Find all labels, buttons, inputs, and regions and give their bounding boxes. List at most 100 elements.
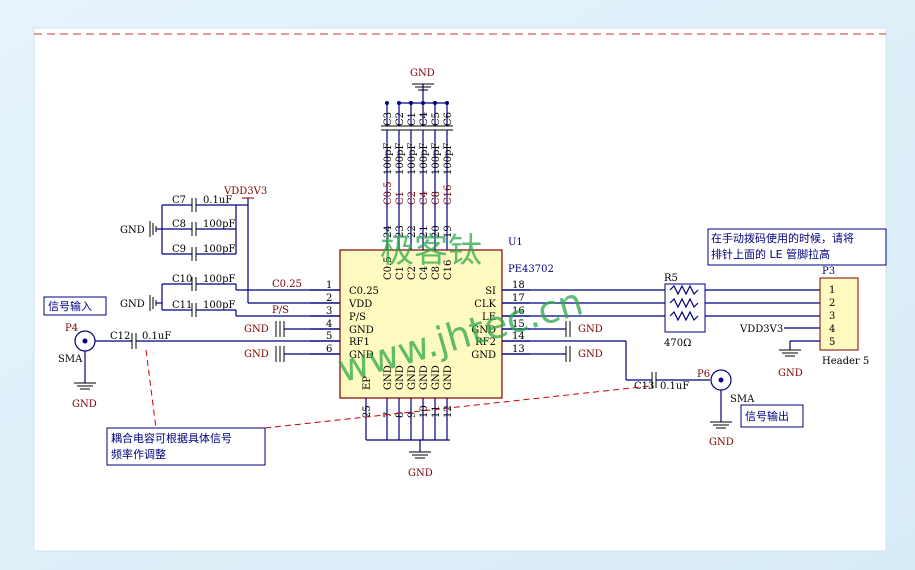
chip-bottom-pin-num: 11 [431, 405, 442, 418]
chip-right-pin-name: SI [485, 286, 496, 297]
chip-right-pin-num: 17 [512, 293, 525, 304]
note-header-line1: 在手动拨码使用的时候，请将 [711, 231, 854, 245]
net-c025: C0.25 [236, 279, 340, 291]
chip-right-pin-num: 13 [512, 344, 525, 355]
top-cap-c2[interactable]: C2 100pF C1 [393, 101, 406, 250]
top-cap-c4[interactable]: C4 100pF C4 [417, 101, 430, 250]
p3-pin-4: 4 [829, 324, 835, 335]
chip-left-pin-num: 4 [326, 319, 332, 330]
note-header-line2: 排针上面的 LE 管脚拉高 [711, 247, 830, 261]
chip-part: PE43702 [508, 264, 554, 275]
left-cap-c7[interactable]: C7 0.1uF [162, 195, 236, 212]
top-cap-net: C1 [395, 191, 406, 205]
gnd-left-upper-label: GND [120, 225, 145, 236]
chip-top-pin-num: 20 [431, 225, 442, 238]
chip-left-pin-name: P/S [349, 312, 366, 323]
left-cap-value: 100pF [203, 219, 235, 230]
chip-bottom-pin-num: 25 [362, 405, 373, 418]
p3-pin-3: 3 [829, 311, 835, 322]
c13-value: 0.1uF [660, 381, 689, 392]
chip-left-pin-name: GND [349, 325, 374, 336]
top-cap-value: 100pF [407, 143, 418, 175]
gnd-pin13-label: GND [578, 349, 603, 360]
chip-left-pin-num: 2 [326, 293, 332, 304]
header-p3[interactable]: P3 Header 5 1 2 3 4 5 [819, 266, 869, 367]
resistor-network-r5[interactable]: R5 470Ω [664, 273, 706, 349]
chip-right-pin-name: GND [471, 350, 496, 361]
top-cap-value: 100pF [443, 143, 454, 175]
gnd-left-lower-label: GND [120, 299, 145, 310]
gnd-pin6-label: GND [244, 349, 269, 360]
chip-top-pin-name: C1 [395, 266, 406, 280]
chip-left-pin-num: 5 [326, 331, 332, 342]
top-cap-net: C0.5 [383, 181, 394, 205]
chip-bottom-pin-num: 12 [443, 405, 454, 418]
p4-label: P4 [65, 323, 78, 334]
chip-right-pin-num: 15 [512, 319, 525, 330]
note-input: 信号输入 [43, 296, 107, 316]
right-gnd-caps: GND GND [502, 321, 603, 362]
chip-right-pin-name: RF2 [475, 337, 496, 348]
top-cap-value: 100pF [431, 143, 442, 175]
chip-u1[interactable]: U1 PE43702 [339, 237, 554, 399]
chip-ref: U1 [508, 237, 523, 248]
chip-top-pin-num: 24 [383, 225, 394, 238]
top-cap-ref: C6 [443, 112, 454, 126]
top-cap-value: 100pF [419, 143, 430, 175]
gnd-top: GND [410, 68, 435, 103]
output-connector-p6[interactable]: P6 SMA GND [697, 369, 755, 448]
top-cap-value: 100pF [395, 143, 406, 175]
chip-top-pin-num: 19 [443, 225, 454, 238]
p3-part: Header 5 [822, 356, 869, 367]
top-cap-ref: C3 [383, 112, 394, 126]
gnd-bottom-label: GND [408, 468, 433, 479]
left-cap-ref: C7 [172, 195, 186, 206]
top-cap-c6[interactable]: C6 100pF C16 [441, 101, 454, 250]
p4-gnd-label: GND [72, 399, 97, 410]
chip-top-pin-name: C2 [407, 266, 418, 280]
top-cap-net: C4 [419, 191, 430, 205]
chip-top-pin-name: C4 [419, 266, 430, 280]
chip-right-pin-name: LE [482, 312, 496, 323]
net-c025-label: C0.25 [272, 279, 302, 290]
net-ps: P/S [236, 305, 340, 317]
chip-left-pin-num: 6 [326, 344, 332, 355]
chip-right-pin-name: CLK [474, 299, 496, 310]
top-cap-ref: C4 [419, 112, 430, 126]
left-cap-value: 100pF [203, 244, 235, 255]
note-coupling-line2: 频率作调整 [111, 447, 166, 461]
top-cap-net: C8 [431, 191, 442, 205]
chip-bottom-pin-name: GND [395, 365, 406, 390]
top-cap-ref: C2 [395, 112, 406, 126]
cap-c12[interactable]: C12 0.1uF [95, 331, 340, 349]
note-header: 在手动拨码使用的时候，请将 排针上面的 LE 管脚拉高 [707, 228, 887, 266]
p6-sma-label: SMA [730, 394, 755, 405]
note-coupling-line1: 耦合电容可根据具体信号 [111, 431, 232, 445]
p4-sma-label: SMA [58, 354, 83, 365]
chip-left-pin-num: 3 [326, 306, 332, 317]
left-cap-value: 0.1uF [203, 195, 232, 206]
note-coupling: 耦合电容可根据具体信号 频率作调整 [106, 349, 651, 466]
note-output-text: 信号输出 [745, 409, 789, 423]
chip-bottom-pin-num: 10 [419, 405, 430, 418]
top-cap-net: C16 [443, 185, 454, 205]
vdd-port: VDD3V3 [223, 186, 340, 304]
note-output: 信号输出 [740, 404, 804, 428]
chip-top-pin-num: 22 [407, 225, 418, 238]
header-vdd-label: VDD3V3 [739, 324, 783, 335]
gnd-pin15-label: GND [578, 324, 603, 335]
c12-ref: C12 [110, 331, 130, 342]
top-cap-value: 100pF [383, 143, 394, 175]
top-cap-c3[interactable]: C3 100pF C0.5 [381, 101, 394, 250]
gnd-top-label: GND [410, 68, 435, 79]
chip-right-pin-num: 16 [512, 306, 525, 317]
p3-pin-1: 1 [829, 285, 835, 296]
